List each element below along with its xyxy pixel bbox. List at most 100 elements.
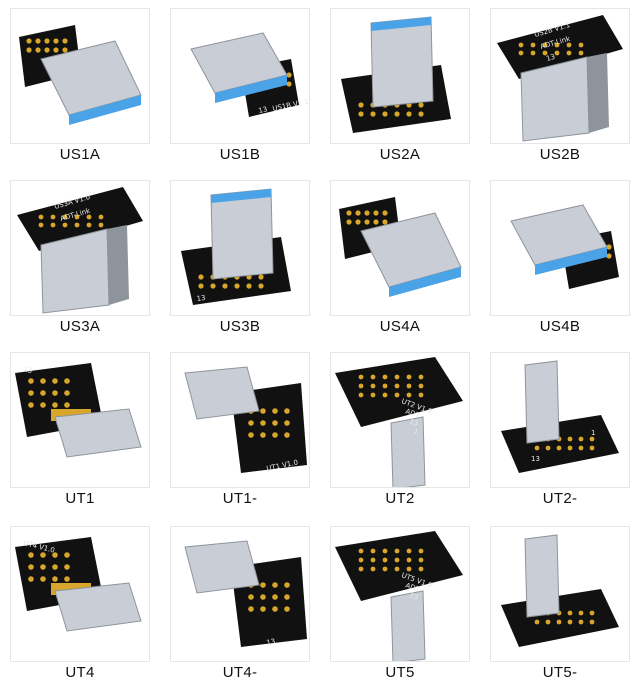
adapter-image: UT4 V1.0 bbox=[15, 537, 142, 632]
adapter-image: 13 bbox=[184, 540, 307, 647]
product-label: US1B bbox=[219, 146, 261, 163]
solder-pad bbox=[394, 383, 400, 389]
adapter-image: UT1 V1.0 bbox=[184, 366, 307, 473]
solder-pad bbox=[86, 214, 92, 220]
connector-shell bbox=[210, 188, 274, 280]
solder-pad bbox=[74, 214, 80, 220]
pcb-board bbox=[501, 415, 619, 473]
usb3-insert bbox=[211, 189, 271, 203]
connector-illustration: 131 bbox=[501, 360, 619, 473]
solder-pad bbox=[518, 42, 524, 48]
solder-pad bbox=[272, 408, 278, 414]
solder-pad bbox=[382, 210, 388, 216]
product-cell: US4A bbox=[320, 172, 480, 344]
pcb-marking: 13 bbox=[23, 365, 34, 375]
usb3-insert bbox=[535, 247, 607, 275]
pcb-board bbox=[17, 187, 143, 251]
solder-pad bbox=[554, 42, 560, 48]
usb3-insert bbox=[389, 267, 461, 297]
solder-pad bbox=[606, 244, 612, 250]
connector-illustration bbox=[339, 197, 462, 297]
solder-pad bbox=[53, 47, 59, 53]
connector-side bbox=[587, 53, 609, 133]
connector-shell bbox=[184, 366, 260, 420]
connector-shell bbox=[524, 534, 560, 618]
solder-pad bbox=[358, 392, 364, 398]
solder-pad bbox=[284, 432, 290, 438]
product-photo: UT1 V1.0 bbox=[170, 352, 310, 488]
solder-pad bbox=[358, 102, 364, 108]
solder-pad bbox=[370, 383, 376, 389]
solder-pad bbox=[382, 383, 388, 389]
solder-pad bbox=[370, 557, 376, 563]
solder-pad bbox=[554, 50, 560, 56]
solder-pad bbox=[418, 566, 424, 572]
solder-pad bbox=[260, 420, 266, 426]
solder-pad bbox=[28, 390, 34, 396]
pcb-marking: 1 bbox=[591, 429, 595, 437]
solder-pad bbox=[260, 582, 266, 588]
product-cell: US2A bbox=[320, 0, 480, 172]
solder-pad bbox=[272, 606, 278, 612]
product-label: UT4 bbox=[65, 664, 95, 681]
solder-pad bbox=[64, 402, 70, 408]
solder-pad bbox=[418, 374, 424, 380]
solder-pad bbox=[40, 390, 46, 396]
solder-pad bbox=[406, 557, 412, 563]
adapter-image: 13 bbox=[15, 363, 142, 458]
solder-pad bbox=[589, 445, 595, 451]
solder-pad bbox=[98, 214, 104, 220]
product-label: US3A bbox=[59, 318, 101, 335]
solder-pad bbox=[358, 383, 364, 389]
solder-pad bbox=[567, 445, 573, 451]
solder-pad bbox=[258, 283, 264, 289]
pcb-marking: 13 bbox=[545, 53, 556, 63]
connector-shell bbox=[54, 408, 142, 458]
solder-pad bbox=[28, 576, 34, 582]
solder-pad bbox=[542, 50, 548, 56]
solder-pad bbox=[52, 564, 58, 570]
connector-illustration: UT1 V1.0 bbox=[184, 366, 307, 473]
solder-pad bbox=[26, 38, 32, 44]
solder-pad bbox=[26, 47, 32, 53]
product-label: UT5 bbox=[385, 664, 415, 681]
product-label: US2A bbox=[379, 146, 421, 163]
product-label: US1A bbox=[59, 146, 101, 163]
connector-illustration bbox=[501, 534, 619, 647]
connector-shell bbox=[390, 590, 426, 661]
solder-pad bbox=[98, 222, 104, 228]
solder-pad bbox=[418, 102, 424, 108]
usb3-insert bbox=[371, 17, 431, 31]
solder-pad bbox=[40, 402, 46, 408]
product-label: UT5- bbox=[542, 664, 578, 681]
solder-pad bbox=[50, 222, 56, 228]
solder-pad bbox=[258, 274, 264, 280]
product-label: UT2 bbox=[385, 490, 415, 507]
solder-pad bbox=[358, 557, 364, 563]
solder-pad bbox=[382, 557, 388, 563]
pcb-marking: 13 bbox=[408, 591, 419, 602]
solder-pad bbox=[358, 111, 364, 117]
solder-pad bbox=[382, 111, 388, 117]
solder-pad bbox=[589, 610, 595, 616]
solder-pad bbox=[364, 219, 370, 225]
solder-pad bbox=[394, 566, 400, 572]
solder-pad bbox=[64, 378, 70, 384]
solder-pad bbox=[545, 445, 551, 451]
solder-pad bbox=[370, 566, 376, 572]
solder-pad bbox=[44, 38, 50, 44]
product-label: UT4- bbox=[222, 664, 258, 681]
